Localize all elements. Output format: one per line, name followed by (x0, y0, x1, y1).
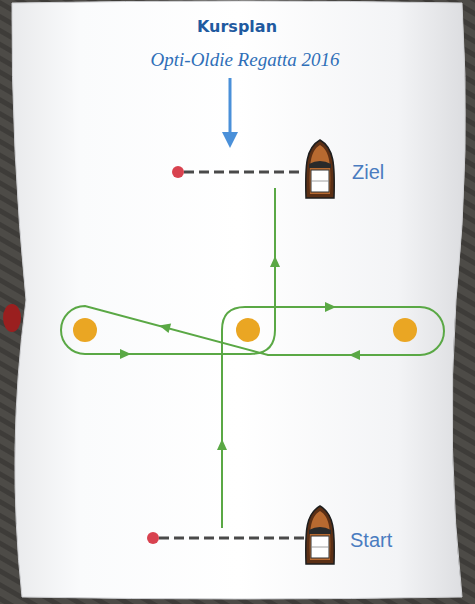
event-subtitle: Opti-Oldie Regatta 2016 (151, 49, 340, 71)
finish-label: Ziel (352, 161, 384, 184)
finish-boat (306, 140, 335, 198)
paper-sheet (12, 1, 465, 599)
course-line (61, 188, 444, 528)
finish-line (184, 171, 304, 174)
finish-buoy (172, 166, 184, 178)
red-spot (3, 304, 21, 332)
course-mark (236, 318, 260, 342)
start-line (159, 537, 304, 540)
course-arrows (120, 256, 360, 450)
wind-arrow-head (222, 132, 238, 148)
plan-title: Kursplan (197, 18, 277, 36)
start-buoy (147, 532, 159, 544)
start-boat (306, 506, 335, 564)
course-mark (393, 318, 417, 342)
course-mark (73, 318, 97, 342)
start-label: Start (350, 529, 392, 552)
wind-arrow (229, 78, 232, 134)
